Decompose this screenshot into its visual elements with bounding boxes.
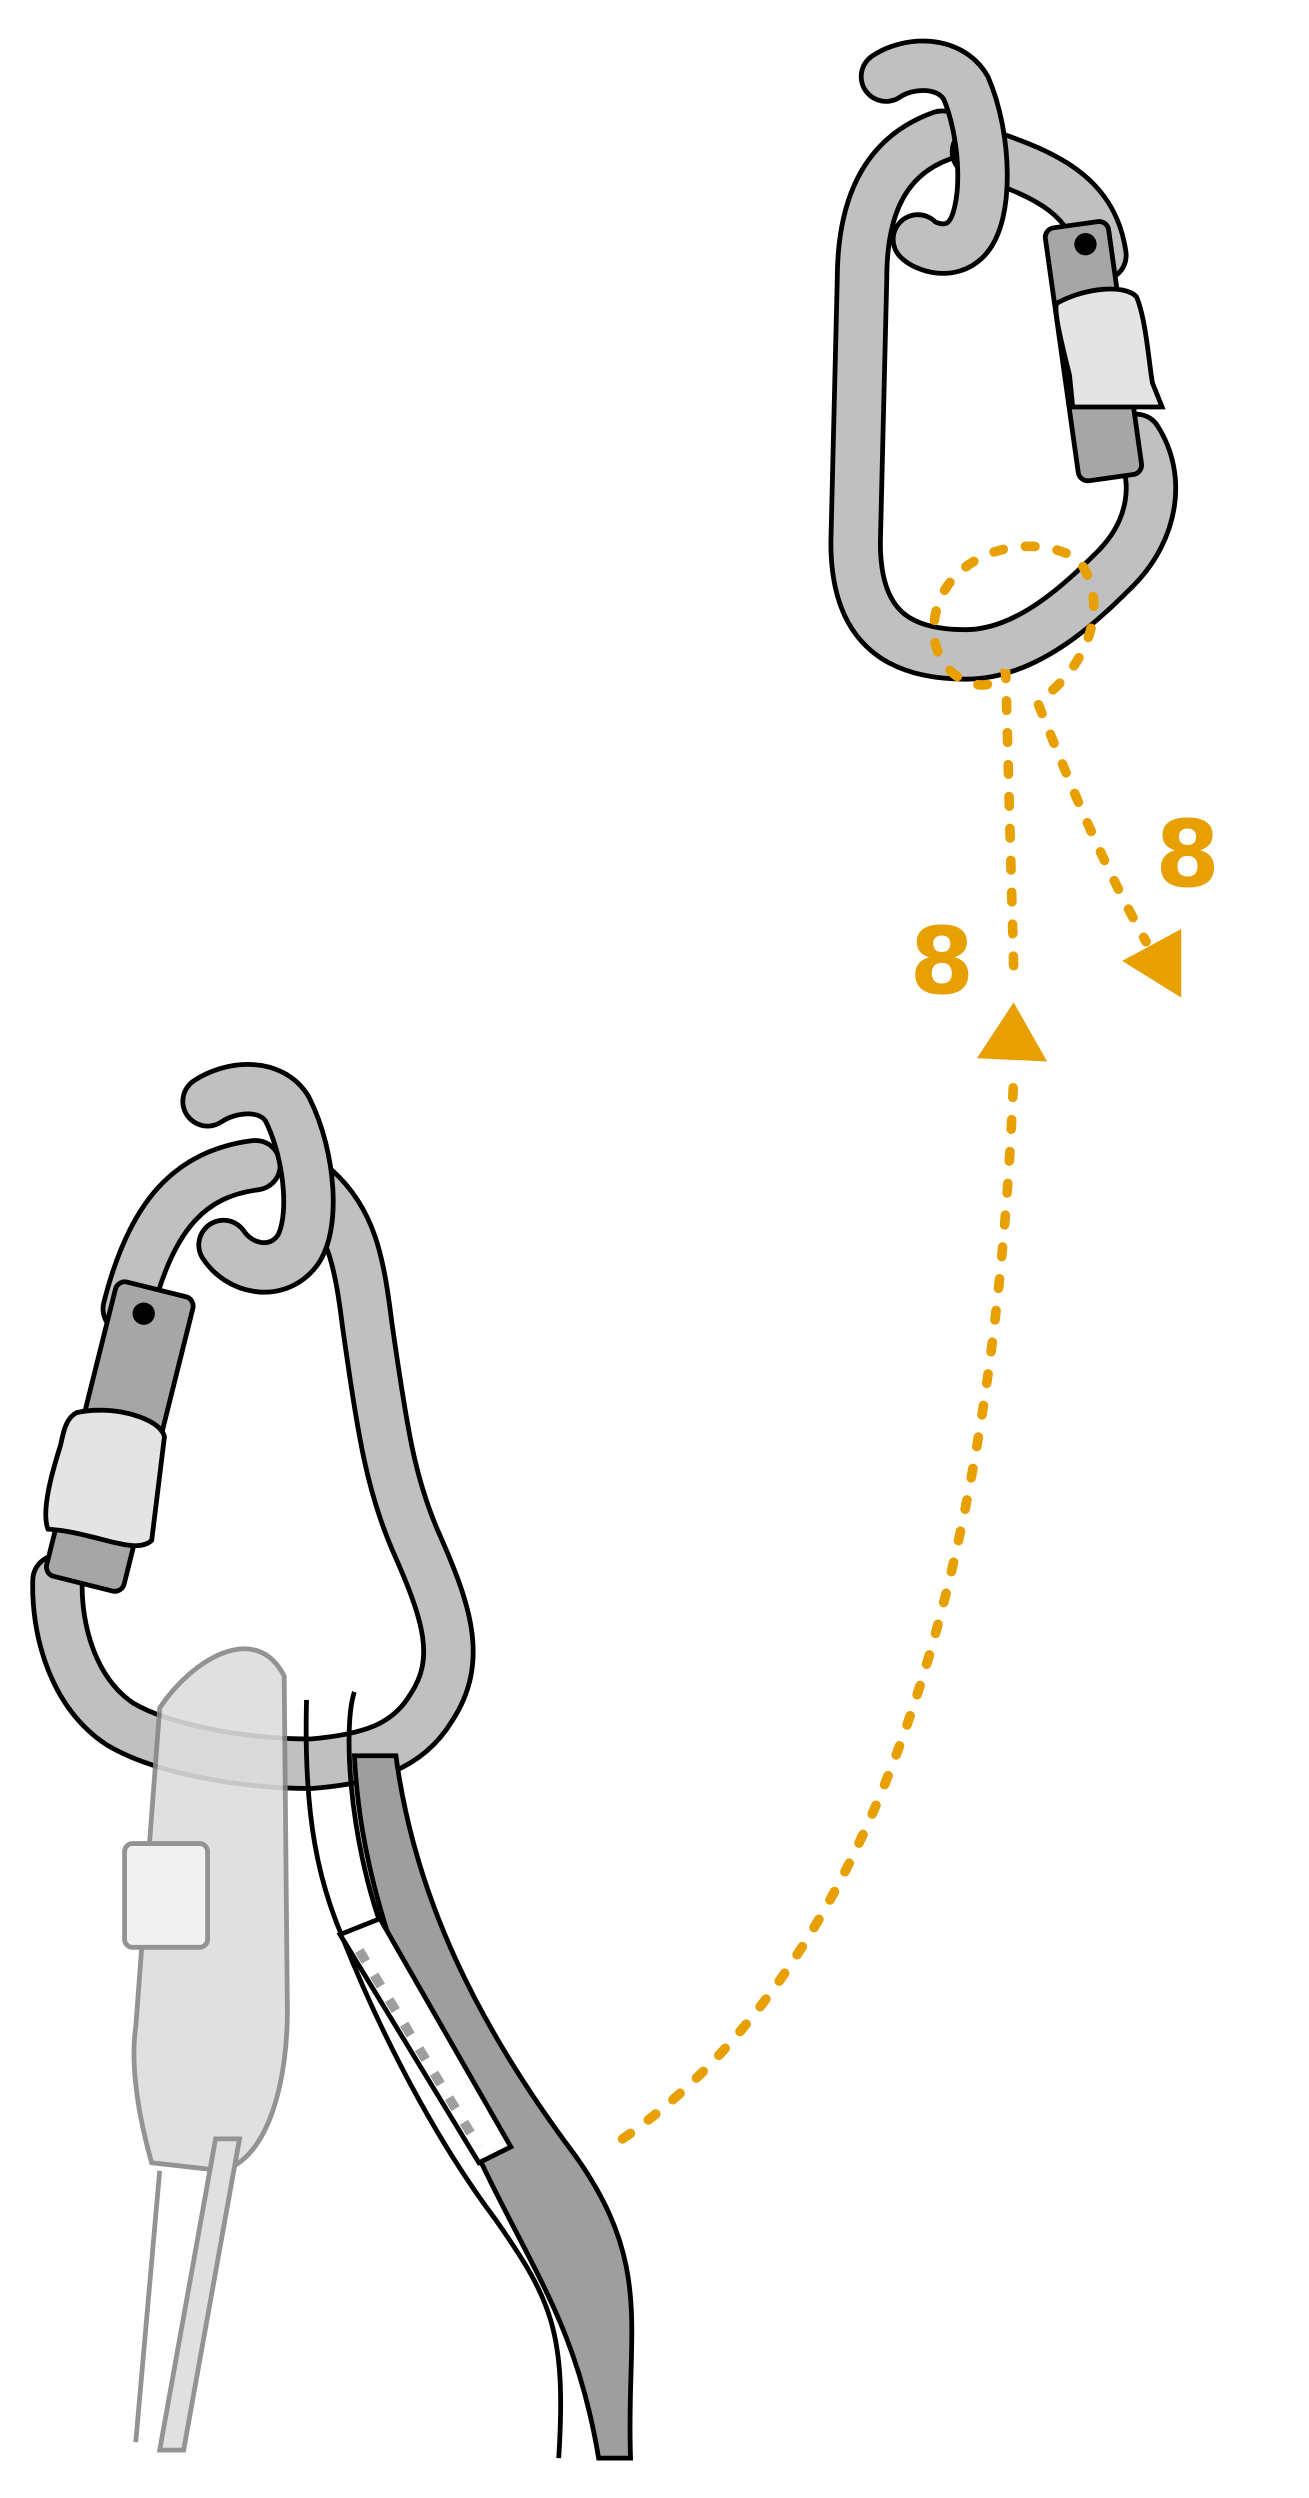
- sling: [122, 1646, 290, 2453]
- lift-path: [617, 1072, 1019, 2144]
- bottom-locking-sleeve: [43, 1407, 167, 1549]
- rivet-icon: [132, 1302, 155, 1325]
- rivet-icon: [1074, 233, 1097, 256]
- lower-count-label: 8: [910, 907, 974, 1015]
- clip-path: [929, 541, 1151, 971]
- top-locking-sleeve: [1053, 286, 1166, 410]
- top-carabiner: [828, 38, 1179, 682]
- arrow-down-icon: [1122, 928, 1182, 998]
- motion-arrows: [617, 541, 1151, 2144]
- rope: [303, 1691, 635, 2461]
- bottom-carabiner: [30, 1062, 476, 1791]
- upper-count-label: 8: [1155, 800, 1219, 908]
- arrow-up-icon: [976, 1002, 1048, 1062]
